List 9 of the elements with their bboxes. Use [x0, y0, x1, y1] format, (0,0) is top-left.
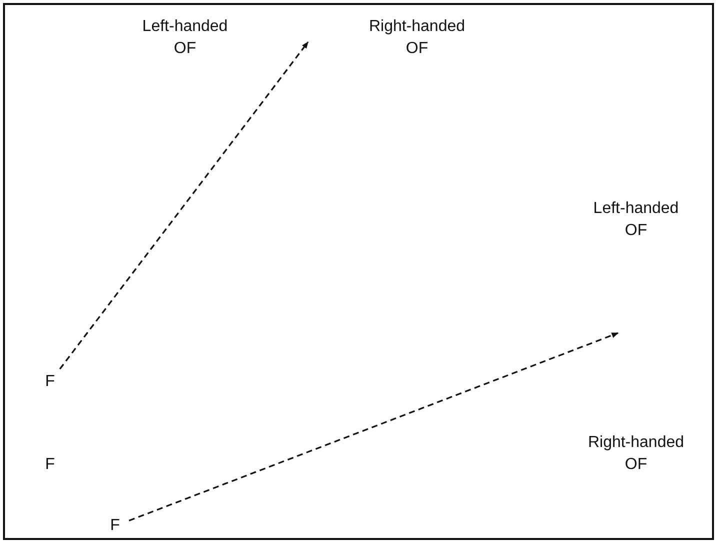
text-label: Left-handed OF — [130, 16, 240, 60]
dashed-arrow — [59, 41, 309, 370]
text-label: Right-handed OF — [576, 432, 696, 476]
text-label: Right-handed OF — [357, 16, 477, 60]
text-label: F — [42, 456, 58, 474]
text-label: Left-handed OF — [581, 198, 691, 242]
text-label: F — [42, 373, 58, 391]
dashed-arrow — [128, 332, 619, 522]
text-label: F — [107, 517, 123, 535]
